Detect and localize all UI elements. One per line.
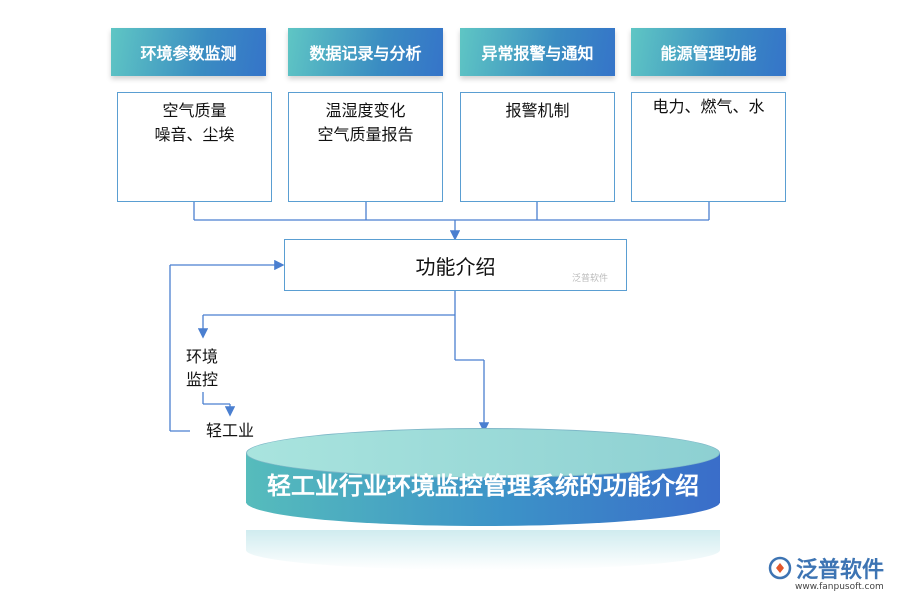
env-monitor-line1: 环境 (186, 347, 219, 366)
header-env-monitoring: 环境参数监测 (111, 28, 266, 76)
cylinder-reflection (246, 530, 720, 570)
detail-energy-management: 电力、燃气、水 (631, 92, 786, 202)
brand-logo: 泛普软件 (768, 552, 884, 584)
detail-line: 报警机制 (505, 101, 570, 120)
logo-text: 泛普软件 (796, 558, 885, 583)
logo-icon (768, 556, 792, 580)
detail-line: 空气质量报告 (317, 125, 414, 144)
detail-alarm-notification: 报警机制 (460, 92, 615, 202)
logo-url: www.fanpusoft.com (795, 582, 884, 592)
detail-line: 电力、燃气、水 (652, 97, 765, 116)
main-title: 轻工业行业环境监控管理系统的功能介绍 (267, 471, 699, 500)
detail-line: 温湿度变化 (325, 101, 406, 120)
detail-data-recording: 温湿度变化 空气质量报告 (288, 92, 443, 202)
detail-line: 空气质量 (162, 101, 227, 120)
header-energy-management: 能源管理功能 (631, 28, 786, 76)
header-alarm-notification: 异常报警与通知 (460, 28, 615, 76)
function-intro-box: 功能介绍 (284, 239, 627, 291)
watermark-text: 泛普软件 (572, 274, 609, 284)
detail-env-monitoring: 空气质量 噪音、尘埃 (117, 92, 272, 202)
detail-line: 噪音、尘埃 (154, 125, 235, 144)
light-industry-label: 轻工业 (203, 419, 258, 442)
env-monitor-label: 环境 监控 (186, 345, 219, 391)
header-data-recording: 数据记录与分析 (288, 28, 443, 76)
env-monitor-line2: 监控 (186, 370, 219, 389)
cylinder-top (246, 428, 720, 478)
